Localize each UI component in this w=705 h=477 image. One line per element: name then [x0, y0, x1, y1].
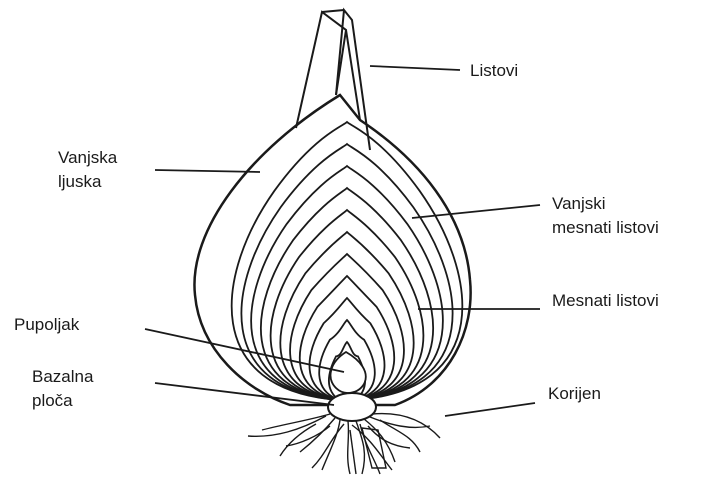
label-mesnati-listovi: Mesnati listovi: [552, 290, 659, 312]
label-bazalna-line2: ploča: [32, 390, 73, 412]
outer-skin-outline: [194, 95, 470, 405]
leader-line-korijen: [445, 403, 535, 416]
label-vanjska-ljuska-line2: ljuska: [58, 171, 101, 193]
roots-drawing: [248, 414, 440, 474]
leader-line-listovi: [370, 66, 460, 70]
label-pupoljak: Pupoljak: [14, 314, 79, 336]
leader-line-vanjska-ljuska: [155, 170, 260, 172]
label-korijen: Korijen: [548, 383, 601, 405]
basal-plate-shape: [328, 393, 376, 421]
label-vanjski-mesnati-line2: mesnati listovi: [552, 217, 659, 239]
label-vanjski-mesnati-line1: Vanjski: [552, 193, 606, 215]
label-vanjska-ljuska-line1: Vanjska: [58, 147, 117, 169]
label-bazalna-line1: Bazalna: [32, 366, 93, 388]
label-listovi: Listovi: [470, 60, 518, 82]
